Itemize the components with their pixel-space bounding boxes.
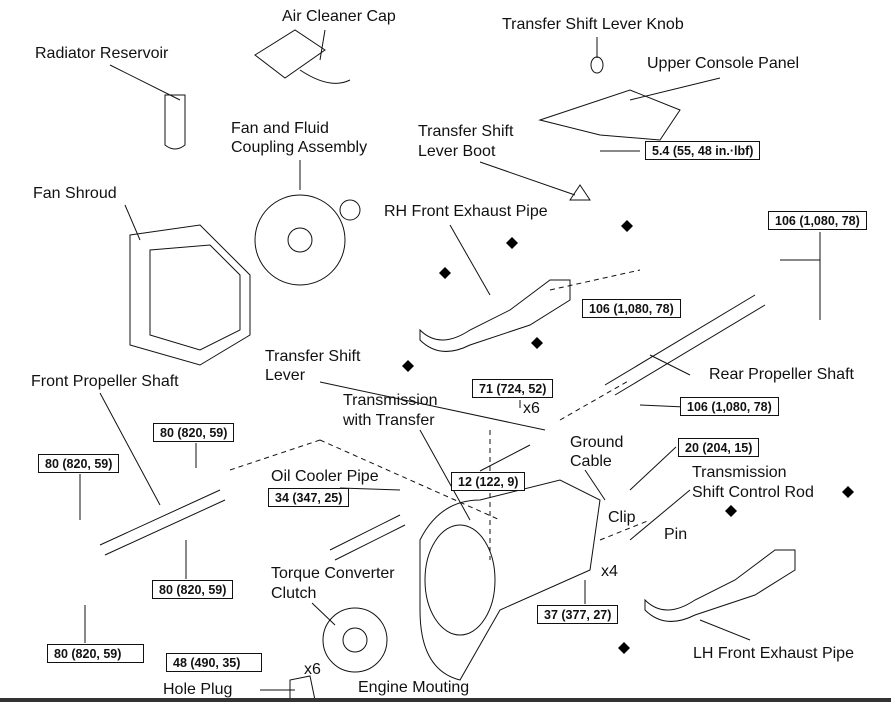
fan-shroud — [129, 224, 251, 366]
label-upper-console-panel: Upper Console Panel — [647, 55, 800, 72]
label-rh-exhaust: RH Front Exhaust Pipe — [384, 203, 548, 220]
label-pin: Pin — [664, 526, 688, 543]
torque-spec-20: 20 (204, 15) — [678, 438, 760, 457]
torque-spec-rear-low: 106 (1,080, 78) — [680, 397, 779, 416]
front-propeller-shaft — [99, 489, 226, 556]
label-hole-plug: Hole Plug — [163, 681, 233, 698]
radiator-reservoir — [164, 94, 186, 150]
torque-spec-front-a: 80 (820, 59) — [153, 423, 235, 442]
label-ground-line1: Ground — [570, 434, 624, 451]
shift-lever-knob — [590, 56, 604, 74]
hole-plug — [289, 675, 316, 701]
torque-spec-front-d: 80 (820, 59) — [47, 644, 144, 663]
torque-spec-console: 5.4 (55, 48 in.·lbf) — [645, 141, 761, 160]
upper-console-panel — [538, 89, 681, 141]
torque-spec-37: 37 (377, 27) — [537, 605, 619, 624]
label-lever-boot-line1: Transfer Shift — [418, 123, 514, 140]
oil-cooler-pipe — [329, 514, 406, 561]
label-transmission-line2: with Transfer — [343, 412, 435, 429]
label-qty-x4-bolts: x4 — [601, 563, 618, 580]
label-radiator-reservoir: Radiator Reservoir — [35, 45, 169, 62]
label-torque-converter-line1: Torque Converter — [271, 565, 395, 582]
label-qty-x6-converter: x6 — [304, 661, 321, 678]
label-fan-shroud: Fan Shroud — [33, 185, 117, 202]
torque-spec-front-c: 80 (820, 59) — [152, 580, 234, 599]
label-transmission-line1: Transmission — [343, 392, 438, 409]
fan-hub — [287, 227, 313, 253]
label-fan-coupling-line2: Coupling Assembly — [231, 139, 368, 156]
fan-assembly — [254, 194, 346, 286]
label-clip: Clip — [608, 509, 636, 526]
torque-spec-rear-mid: 106 (1,080, 78) — [582, 299, 681, 318]
label-lh-exhaust: LH Front Exhaust Pipe — [693, 645, 854, 662]
label-shift-lever-line2: Lever — [265, 367, 306, 384]
assembly-lines — [229, 269, 651, 560]
lh-front-exhaust-pipe — [644, 549, 796, 622]
air-cleaner-cap — [254, 29, 351, 84]
torque-spec-front-b: 80 (820, 59) — [38, 454, 120, 473]
torque-spec-12: 12 (122, 9) — [451, 472, 526, 491]
label-shift-lever-line1: Transfer Shift — [265, 348, 361, 365]
label-engine-mount: Engine Mouting — [358, 679, 470, 696]
rear-propeller-shaft — [604, 294, 766, 396]
torque-spec-48: 48 (490, 35) — [166, 653, 262, 672]
diamond-markers — [402, 220, 854, 654]
label-shift-lever-knob: Transfer Shift Lever Knob — [502, 16, 684, 33]
label-shift-rod-line2: Shift Control Rod — [692, 484, 814, 501]
leader-lines — [79, 29, 821, 691]
torque-spec-71: 71 (724, 52) — [472, 379, 554, 398]
label-qty-x6-bolts: x6 — [523, 400, 540, 417]
bell-housing — [424, 524, 496, 636]
label-lever-boot-line2: Lever Boot — [418, 143, 496, 160]
torque-spec-34: 34 (347, 25) — [268, 488, 350, 507]
torque-converter-clutch — [322, 607, 388, 673]
rh-front-exhaust-pipe — [419, 279, 571, 352]
label-shift-rod-line1: Transmission — [692, 464, 787, 481]
label-fan-coupling-line1: Fan and Fluid — [231, 120, 329, 137]
label-ground-line2: Cable — [570, 453, 612, 470]
fluid-coupling — [339, 199, 361, 221]
label-air-cleaner-cap: Air Cleaner Cap — [282, 8, 396, 25]
label-front-prop: Front Propeller Shaft — [31, 373, 179, 390]
torque-converter-hub — [342, 627, 368, 653]
transmission-with-transfer — [419, 479, 601, 681]
label-rear-prop: Rear Propeller Shaft — [709, 366, 854, 383]
label-torque-converter-line2: Clutch — [271, 585, 317, 602]
label-oil-cooler: Oil Cooler Pipe — [271, 468, 379, 485]
lever-boot — [569, 184, 591, 201]
torque-spec-rear-top: 106 (1,080, 78) — [768, 211, 867, 230]
bottom-edge-bar — [0, 698, 891, 702]
